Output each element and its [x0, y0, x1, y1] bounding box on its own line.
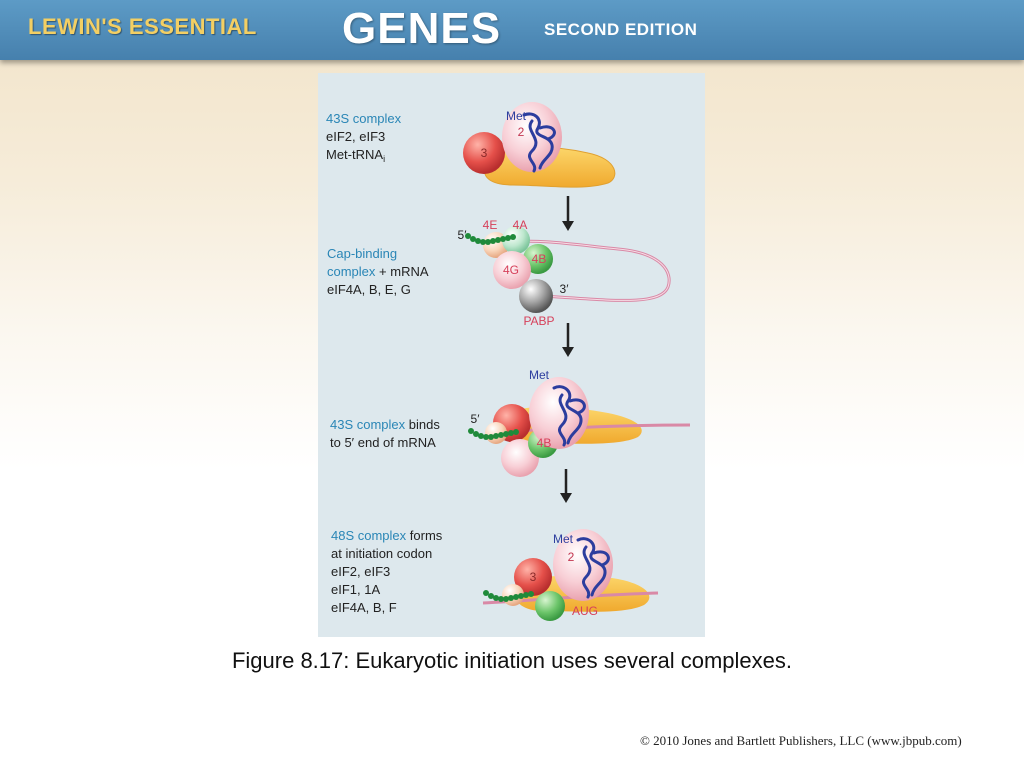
step2-complex: 5′ 4E 4A 4B 4G 3′ PABP: [458, 218, 671, 328]
step4-line4: eIF4A, B, F: [331, 600, 397, 615]
step3-line1: to 5′ end of mRNA: [330, 435, 436, 450]
label-3: 3: [481, 146, 488, 160]
initiation-diagram: 3 Met 2 5′ 4E 4A 4B 4G 3′ PABP: [458, 102, 691, 621]
step4-label: 48S complex forms at initiation codon eI…: [331, 527, 442, 617]
cap-chain: [465, 233, 516, 245]
arrow-1: [562, 196, 574, 231]
step1-complex: 3 Met 2: [463, 102, 616, 188]
cap-chain: [468, 428, 519, 440]
step3-label: 43S complex binds to 5′ end of mRNA: [330, 416, 440, 452]
step3-title: 43S complex binds: [330, 417, 440, 432]
trna-fold: [552, 385, 586, 447]
step2-line1: eIF4A, B, E, G: [327, 282, 411, 297]
label-aug: AUG: [572, 604, 598, 618]
figure-caption: Figure 8.17: Eukaryotic initiation uses …: [231, 648, 793, 673]
step1-title: 43S complex: [326, 111, 402, 126]
label-met: Met: [506, 109, 527, 123]
label-pabp: PABP: [523, 314, 554, 328]
title-banner: LEWIN'S ESSENTIAL GENES SECOND EDITION: [0, 0, 1024, 60]
label-5prime: 5′: [471, 412, 481, 426]
step4-complex: Met 2 3 AUG: [482, 529, 659, 621]
label-4a: 4A: [513, 218, 528, 232]
label-2: 2: [568, 550, 575, 564]
label-3prime: 3′: [560, 282, 570, 296]
label-4g: 4G: [503, 263, 519, 277]
label-4b: 4B: [532, 252, 547, 266]
step2-label: Cap-binding complex + mRNA eIF4A, B, E, …: [327, 245, 429, 299]
label-5prime: 5′: [458, 228, 468, 242]
brand-genes: GENES: [342, 4, 502, 53]
eif3-sphere: [463, 132, 505, 174]
step2-title-b: complex + mRNA: [327, 264, 429, 279]
label-met: Met: [553, 532, 574, 546]
step2-title-a: Cap-binding: [327, 246, 398, 261]
step3-complex: Met 5′ 4B: [468, 368, 691, 477]
arrow-3: [560, 469, 572, 503]
eif2-sphere: [502, 102, 562, 172]
eif4a-sphere: [502, 226, 530, 254]
brand-lewins: LEWIN'S ESSENTIAL: [28, 14, 257, 39]
label-3: 3: [530, 570, 537, 584]
copyright-notice: © 2010 Jones and Bartlett Publishers, LL…: [640, 733, 962, 748]
arrow-2: [562, 323, 574, 357]
label-4b: 4B: [537, 436, 552, 450]
label-2: 2: [518, 125, 525, 139]
cap-chain: [483, 590, 534, 602]
step1-line2: Met-tRNAi: [326, 147, 386, 164]
pabp-sphere: [519, 279, 553, 313]
step4-line2: eIF2, eIF3: [331, 564, 391, 579]
step1-label: 43S complex eIF2, eIF3 Met-tRNAi: [326, 110, 401, 168]
label-4e: 4E: [483, 218, 498, 232]
step4-title: 48S complex forms: [331, 528, 443, 543]
step1-line1: eIF2, eIF3: [326, 129, 386, 144]
trna-fold: [522, 112, 556, 173]
eif3-sphere: [514, 558, 552, 596]
trna-fold: [576, 537, 610, 599]
brand-edition: SECOND EDITION: [544, 20, 698, 39]
step4-line1: at initiation codon: [331, 546, 433, 561]
label-met: Met: [529, 368, 550, 382]
eif4g-sphere: [493, 251, 531, 289]
step4-line3: eIF1, 1A: [331, 582, 381, 597]
eif1-sphere: [535, 591, 565, 621]
